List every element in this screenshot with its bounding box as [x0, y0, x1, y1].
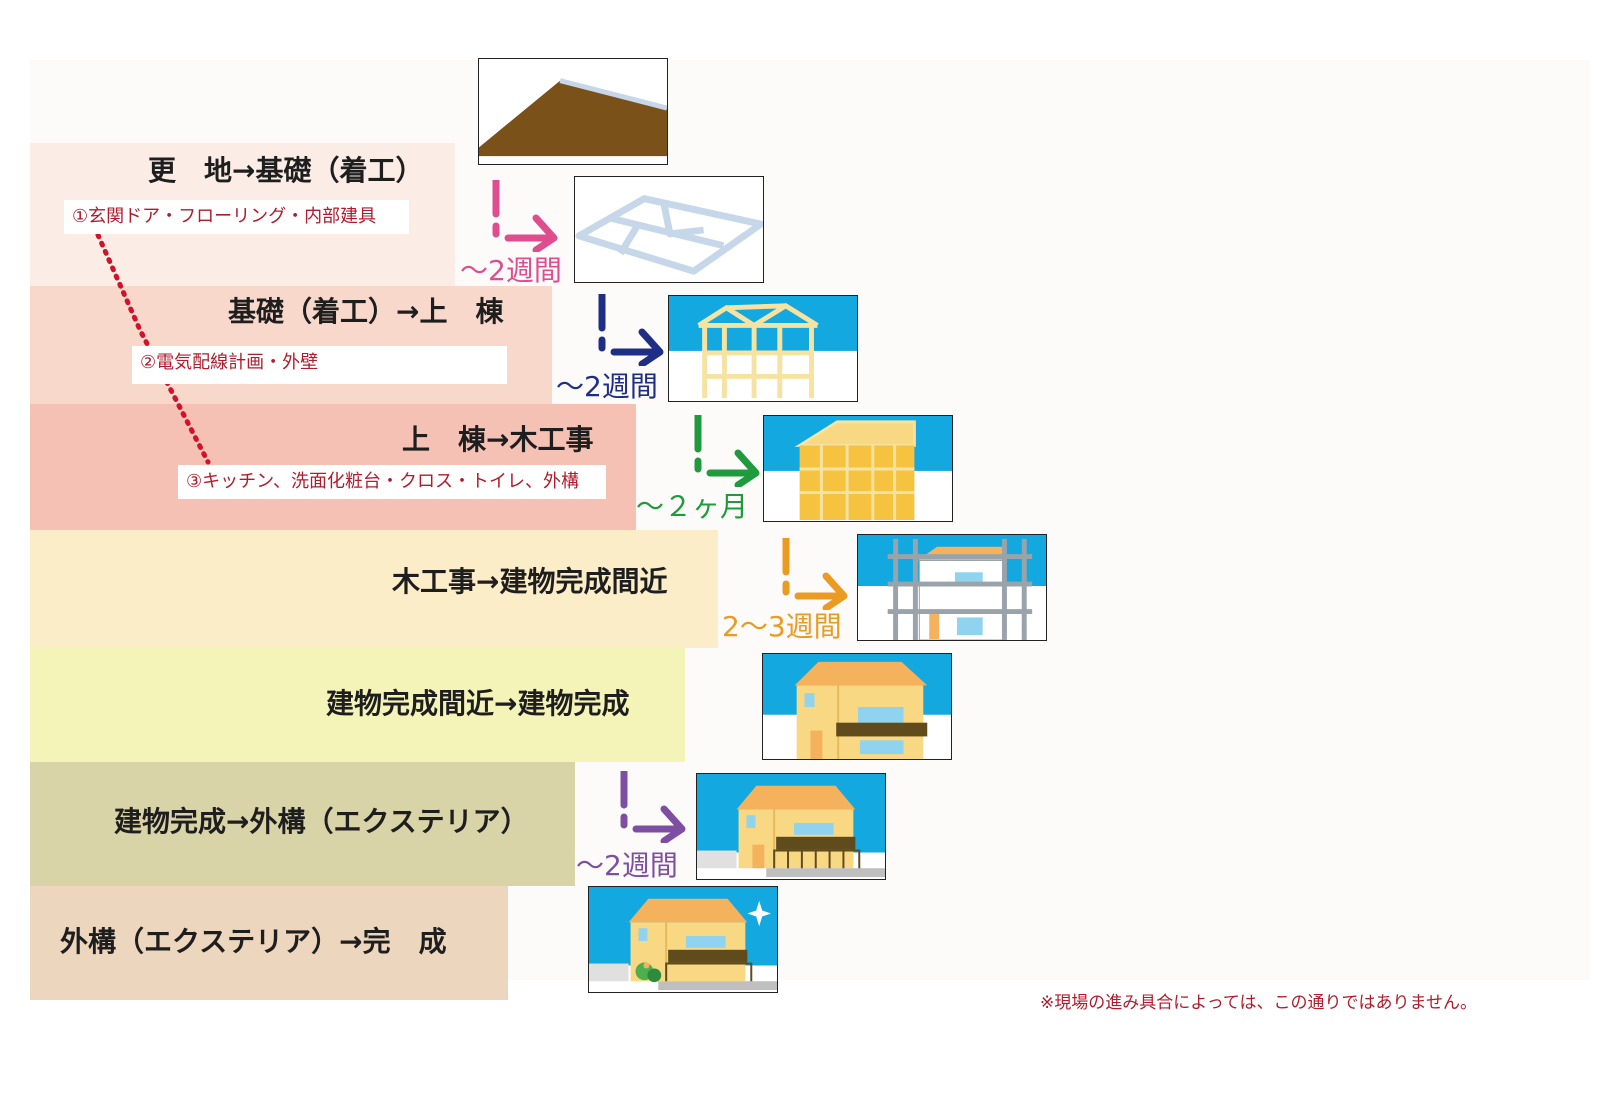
disclaimer-note: ※現場の進み具合によっては、この通りではありません。 [1040, 993, 1478, 1013]
step-arrow-4 [782, 538, 848, 610]
foundation-scene [574, 176, 764, 283]
carpentry-scene [763, 415, 953, 522]
stage-band-4: 木工事→建物完成間近 [30, 530, 718, 648]
scaffold-house-scene [857, 534, 1047, 641]
stage-title-5: 建物完成間近→建物完成 [326, 687, 630, 720]
duration-label-3: ～２ヶ月 [636, 490, 749, 523]
stage-title-2: 基礎（着工）→上 棟 [228, 295, 504, 328]
stage-band-2: 基礎（着工）→上 棟 [30, 286, 552, 404]
stage-band-6: 建物完成→外構（エクステリア） [30, 762, 575, 886]
finished-house-scene [588, 886, 778, 993]
duration-label-2: ～2週間 [556, 370, 658, 403]
step-arrow-2 [598, 294, 664, 366]
stage-title-7: 外構（エクステリア）→完 成 [60, 925, 447, 958]
duration-label-1: ～2週間 [460, 254, 562, 287]
stage-title-6: 建物完成→外構（エクステリア） [114, 805, 529, 838]
framing-scene [668, 295, 858, 402]
note-1: ①玄関ドア・フローリング・内部建具 [64, 200, 409, 234]
step-arrow-1 [492, 180, 558, 252]
stage-band-7: 外構（エクステリア）→完 成 [30, 886, 508, 1000]
completed-house-scene [762, 653, 952, 760]
stage-band-5: 建物完成間近→建物完成 [30, 648, 685, 762]
stage-title-3: 上 棟→木工事 [402, 423, 594, 456]
stage-title-1: 更 地→基礎（着工） [148, 154, 424, 187]
step-arrow-3 [694, 415, 760, 487]
stage-title-4: 木工事→建物完成間近 [392, 565, 668, 598]
vacant-land-scene [478, 58, 668, 165]
step-arrow-5 [620, 771, 686, 843]
duration-label-5: ～2週間 [576, 849, 678, 882]
exterior-works-scene [696, 773, 886, 880]
duration-label-4: 2～3週間 [722, 610, 842, 643]
note-2: ②電気配線計画・外壁 [132, 346, 507, 384]
note-3: ③キッチン、洗面化粧台・クロス・トイレ、外構 [178, 465, 606, 499]
